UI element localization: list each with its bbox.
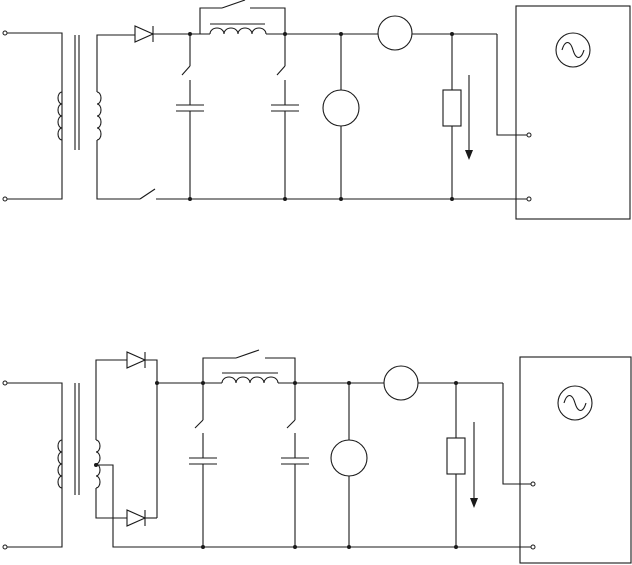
transformer-bottom: [57, 359, 190, 548]
junctions-top: [188, 32, 454, 201]
switch-icon: [276, 65, 286, 76]
meter-icon: [322, 89, 360, 127]
voltmeter-bottom: [330, 383, 368, 547]
capacitor-2-top: [271, 34, 299, 199]
diode-icon: [134, 25, 155, 43]
scope-terminal: [526, 132, 532, 138]
meter-icon: [383, 365, 419, 401]
primary-coil: [57, 439, 63, 489]
bypass-wire: [265, 357, 296, 383]
meter-icon: [377, 15, 413, 51]
meter-icon: [330, 439, 368, 477]
sine-wave-icon: [563, 394, 587, 412]
ac-source-icon: [555, 32, 591, 68]
secondary-coil: [96, 91, 102, 141]
scope-terminal: [530, 481, 536, 487]
inductor-icon: [209, 27, 267, 35]
scope-terminal: [526, 196, 532, 202]
output-wire: [502, 383, 531, 485]
load-resistor-bottom: [446, 383, 478, 547]
bypass-switch-icon: [221, 0, 246, 9]
capacitor-1-bottom: [189, 383, 217, 547]
arrow-head-icon: [465, 150, 473, 160]
capacitor-2-bottom: [281, 383, 309, 547]
input-terminals-top: [2, 30, 63, 202]
switch-icon: [286, 419, 296, 429]
secondary-wire: [96, 140, 140, 200]
resistor-icon: [446, 437, 466, 475]
sine-wave-icon: [561, 41, 585, 59]
switch-icon: [194, 419, 204, 429]
primary-wire: [7, 32, 63, 200]
secondary-wire: [96, 34, 135, 92]
ac-source-icon: [557, 385, 593, 421]
input-terminal: [2, 380, 8, 386]
arrow-head-icon: [470, 498, 478, 508]
oscilloscope-box: [519, 356, 632, 564]
voltmeter-top: [322, 34, 360, 199]
scope-terminal: [530, 544, 536, 550]
bypass-wire: [199, 7, 222, 34]
load-resistor-top: [442, 34, 473, 199]
input-terminals-bottom: [2, 380, 63, 550]
ammeter-bottom: [349, 365, 503, 401]
output-wire: [496, 34, 527, 136]
capacitor-1-top: [176, 34, 204, 199]
diode-icon: [126, 351, 147, 369]
transformer-top: [57, 34, 140, 200]
primary-coil: [57, 91, 63, 141]
bypass-wire: [202, 357, 236, 383]
diode-icon: [126, 509, 147, 527]
oscilloscope-box: [515, 5, 631, 220]
diode-b-bottom: [126, 509, 157, 527]
diode-a-bottom: [126, 351, 158, 518]
input-terminal: [2, 544, 8, 550]
input-terminal: [2, 30, 8, 36]
bypass-wire: [250, 7, 286, 34]
center-tap-wire: [96, 464, 190, 548]
ammeter-top: [341, 15, 497, 51]
circuit-top: [2, 0, 631, 220]
primary-wire: [7, 382, 63, 548]
switch-icon: [139, 188, 156, 200]
oscilloscope-top: [515, 5, 631, 220]
inductor-icon: [221, 376, 279, 384]
junctions-bottom: [155, 381, 458, 549]
filter-choke-top: [190, 0, 341, 35]
input-terminal: [2, 196, 8, 202]
filter-choke-bottom: [157, 349, 349, 384]
diode-top: [134, 25, 190, 43]
switch-icon: [181, 65, 191, 76]
secondary-wire: [95, 488, 127, 519]
circuit-bottom: [2, 349, 632, 564]
bypass-switch-icon: [235, 349, 260, 359]
bottom-switch-top: [139, 188, 190, 200]
resistor-icon: [442, 89, 462, 127]
secondary-wire: [95, 359, 127, 440]
oscilloscope-bottom: [519, 356, 632, 564]
